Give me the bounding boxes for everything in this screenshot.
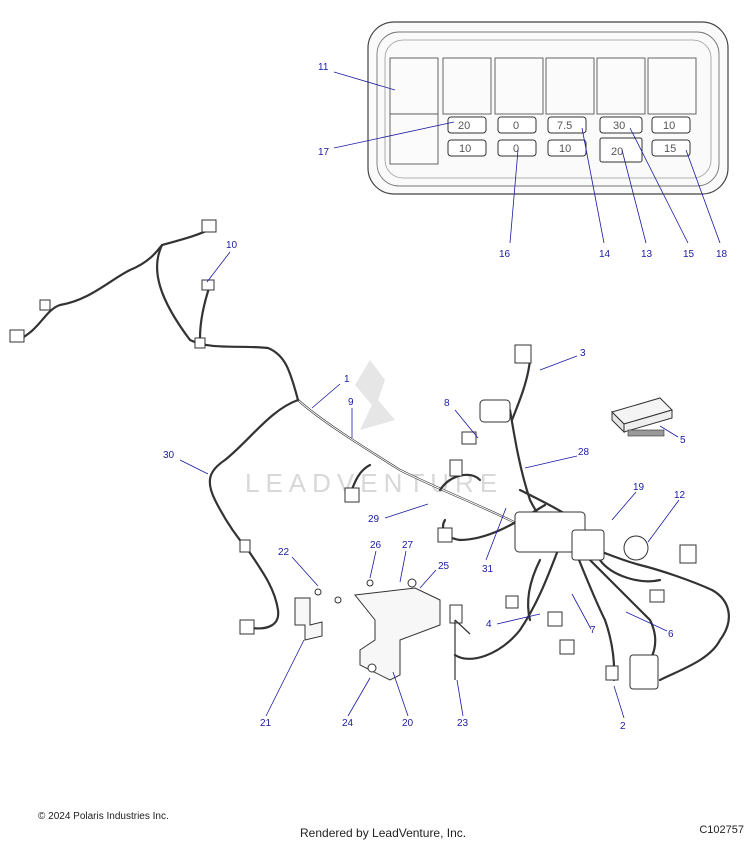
connector [39, 299, 51, 311]
diagram-code: C102757 [699, 824, 744, 836]
callout-1: 1 [344, 374, 350, 385]
fastener [407, 578, 417, 588]
callout-22: 22 [278, 547, 290, 558]
callout-10: 10 [226, 240, 238, 251]
tie-part-23 [454, 619, 471, 680]
fuse-label: 10 [459, 143, 471, 155]
grommet [623, 535, 649, 561]
callout-27: 27 [402, 540, 414, 551]
fuse-label: 10 [559, 143, 571, 155]
relay-cells [389, 57, 697, 165]
bracket-part-20 [334, 578, 441, 681]
connector [194, 337, 206, 349]
bracket-part-21 [294, 588, 323, 641]
callout-3: 3 [580, 348, 586, 359]
callout-16: 16 [499, 249, 511, 260]
connector [449, 459, 463, 477]
connector [649, 589, 665, 603]
watermark: LEADVENTURE [245, 360, 503, 498]
callout-21: 21 [260, 718, 272, 729]
connector [449, 604, 463, 624]
connector [547, 611, 563, 627]
callout-29: 29 [368, 514, 380, 525]
fastener [367, 663, 377, 673]
connector [201, 279, 215, 291]
connector [605, 665, 619, 681]
callout-2: 2 [620, 721, 626, 732]
fuse-label: 20 [458, 120, 470, 132]
watermark-text: LEADVENTURE [245, 468, 503, 498]
callout-13: 13 [641, 249, 653, 260]
callout-5: 5 [680, 435, 686, 446]
connector [239, 539, 251, 553]
connector [344, 487, 360, 503]
fuse-label: 7.5 [557, 120, 572, 132]
callout-12: 12 [674, 490, 686, 501]
callout-25: 25 [438, 561, 450, 572]
connector [461, 431, 477, 445]
callout-19: 19 [633, 482, 645, 493]
connector [239, 619, 255, 635]
fuse-box: 20 0 7.5 30 10 10 0 10 20 15 [367, 21, 729, 195]
fastener [334, 596, 342, 604]
callout-20: 20 [402, 718, 414, 729]
callout-26: 26 [370, 540, 382, 551]
connector [479, 399, 511, 423]
callout-30: 30 [163, 450, 175, 461]
callout-31: 31 [482, 564, 494, 575]
callout-8: 8 [444, 398, 450, 409]
module-part-5 [611, 397, 673, 437]
fastener [314, 588, 322, 596]
callout-18: 18 [716, 249, 728, 260]
connector [437, 527, 453, 543]
fuses-top-row: 20 0 7.5 30 10 [447, 116, 691, 134]
fuse-label: 20 [611, 146, 623, 158]
connector [679, 544, 697, 564]
callout-6: 6 [668, 629, 674, 640]
callout-23: 23 [457, 718, 469, 729]
leader-lines [179, 71, 721, 719]
callout-15: 15 [683, 249, 695, 260]
callout-4: 4 [486, 619, 492, 630]
callout-numbers: 11 17 16 14 13 15 18 10 1 3 9 8 5 28 19 … [163, 62, 728, 732]
callout-11: 11 [318, 62, 329, 73]
connector [201, 219, 217, 233]
connector [9, 329, 25, 343]
callout-7: 7 [590, 625, 596, 636]
fastener [366, 579, 374, 587]
fuse-label: 15 [664, 143, 676, 155]
callout-9: 9 [348, 397, 354, 408]
harness-connectors [9, 219, 697, 690]
copyright-text: © 2024 Polaris Industries Inc. [38, 811, 169, 822]
connector [629, 654, 659, 690]
callout-28: 28 [578, 447, 590, 458]
fuse-label: 0 [513, 143, 519, 155]
callout-24: 24 [342, 718, 354, 729]
callout-17: 17 [318, 147, 330, 158]
fuse-label: 0 [513, 120, 519, 132]
relay-block [571, 529, 605, 561]
connector [559, 639, 575, 655]
fuse-label: 30 [613, 120, 625, 132]
fuses-bottom-row: 10 0 10 20 15 [447, 137, 691, 163]
fuse-label: 10 [663, 120, 675, 132]
callout-14: 14 [599, 249, 611, 260]
connector [505, 595, 519, 609]
rendered-by-text: Rendered by LeadVenture, Inc. [300, 826, 467, 840]
connector [514, 344, 532, 364]
